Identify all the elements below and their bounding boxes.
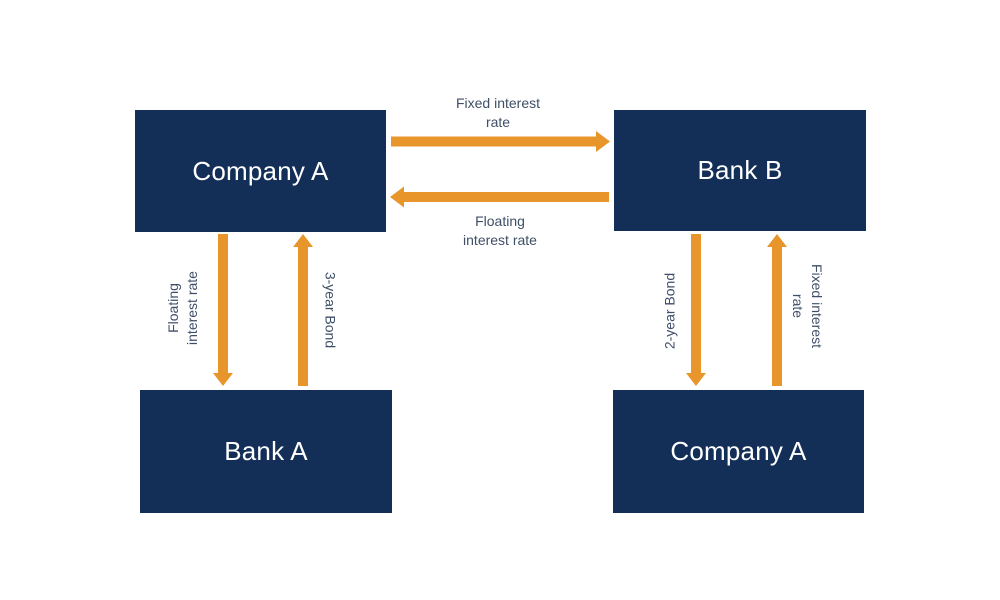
floating-interest-label-top: Floating interest rate (440, 212, 560, 250)
fixed-interest-label-top: Fixed interest rate (438, 94, 558, 132)
bank-b-box: Bank B (614, 110, 866, 231)
floating-left-line2: interest rate (184, 271, 200, 345)
fixed-interest-line1: Fixed interest (455, 95, 541, 111)
floating-interest-line2: interest rate (463, 232, 537, 248)
company-a-bottom-label: Company A (670, 436, 807, 466)
arrow-fixed-to-bank-b (391, 131, 610, 152)
arrow-floating-to-company-a (390, 186, 609, 208)
bank-a-box: Bank A (140, 390, 392, 513)
arrow-bond-to-company-a-bottom (686, 234, 706, 386)
company-a-bottom-box: Company A (613, 390, 864, 513)
floating-interest-line1: Floating (475, 213, 525, 229)
company-a-top-label: Company A (192, 155, 329, 186)
fixed-right-line1: Fixed interest (809, 263, 825, 349)
bank-b-label: Bank B (697, 155, 783, 185)
arrow-floating-to-bank-a (213, 234, 233, 386)
floating-left-line1: Floating (165, 283, 181, 333)
bank-a-label: Bank A (224, 436, 308, 466)
arrow-fixed-to-bank-b-right (767, 234, 787, 386)
company-a-top-box: Company A (135, 110, 386, 232)
fixed-interest-line2: rate (485, 114, 511, 130)
arrow-bond-to-company-a (293, 234, 313, 386)
fixed-right-line2: rate (790, 293, 806, 319)
three-year-bond-text: 3-year Bond (322, 271, 339, 349)
two-year-bond-text: 2-year Bond (661, 272, 678, 350)
